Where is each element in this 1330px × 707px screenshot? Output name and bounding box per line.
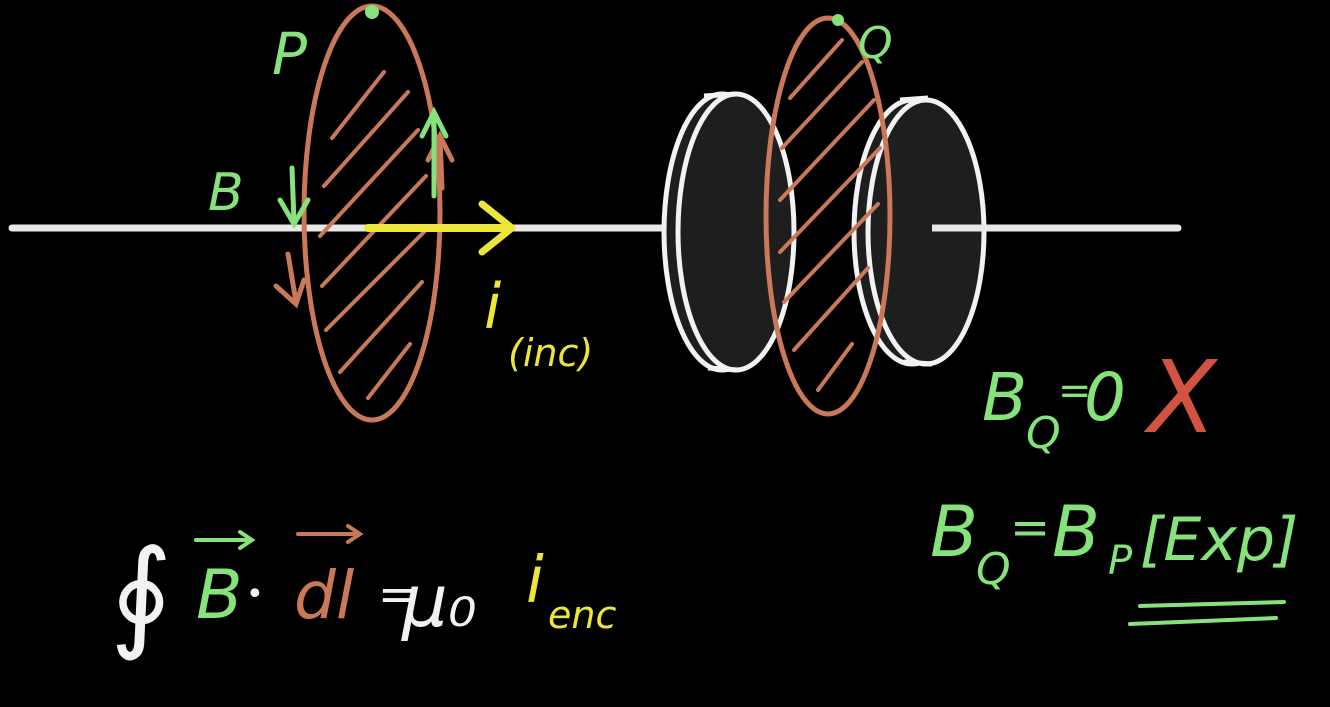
current-arrow <box>364 200 516 256</box>
law-dl-vector-arrow <box>296 524 364 544</box>
point-q-dot <box>832 14 844 26</box>
claim1-value: 0 <box>1084 359 1126 436</box>
loop-p-hatching <box>318 70 430 400</box>
law-i-sub: enc <box>548 593 616 637</box>
claim1-sub: Q <box>1026 408 1061 459</box>
label-p: P <box>272 20 307 88</box>
b-field-arrow-p <box>277 165 311 229</box>
amperian-loop-q <box>763 15 893 417</box>
claim-bq-zero: B Q = 0 X <box>982 339 1219 459</box>
label-q-group: Q <box>858 18 893 69</box>
law-dot: • <box>246 577 264 612</box>
loop-q-hatching <box>778 38 882 392</box>
law-b: B <box>196 556 243 635</box>
claim1-equals: = <box>1058 368 1092 414</box>
claim2-rhs-sub: P <box>1108 538 1133 584</box>
law-i: i <box>526 544 544 618</box>
point-p-dot <box>365 5 379 19</box>
law-mu0: μ₀ <box>401 559 477 643</box>
capacitor-plate-right <box>851 95 987 367</box>
amperes-law: ∮ B • dl = μ₀ i enc <box>110 524 616 664</box>
claim2-underline <box>1128 600 1286 626</box>
claim2-b: B <box>930 491 978 573</box>
law-dl: dl <box>294 557 355 634</box>
law-equals: = <box>378 567 417 621</box>
claim2-sub: Q <box>976 544 1011 595</box>
claim1-b: B <box>982 359 1027 436</box>
label-p-group: P <box>272 20 307 88</box>
capacitor-plate-left <box>661 91 797 373</box>
claim2-rhs-b: B <box>1052 491 1100 573</box>
amperian-loop-p <box>301 3 443 423</box>
label-q: Q <box>858 18 893 69</box>
law-b-vector-arrow <box>194 530 256 550</box>
claim2-bracket: [Exp] <box>1140 505 1298 575</box>
claim2-equals: = <box>1010 500 1050 556</box>
law-oint: ∮ <box>110 525 173 664</box>
label-b-group: B <box>208 163 244 223</box>
label-current-group: i (inc) <box>484 270 593 375</box>
label-current-sub: (inc) <box>508 331 593 375</box>
claim-bq-equals-bp: B Q = B P [Exp] <box>930 491 1298 626</box>
b-field-arrow-top <box>419 106 449 199</box>
label-current-i: i <box>484 270 501 343</box>
label-b: B <box>208 163 244 223</box>
claim1-cross: X <box>1143 339 1219 456</box>
